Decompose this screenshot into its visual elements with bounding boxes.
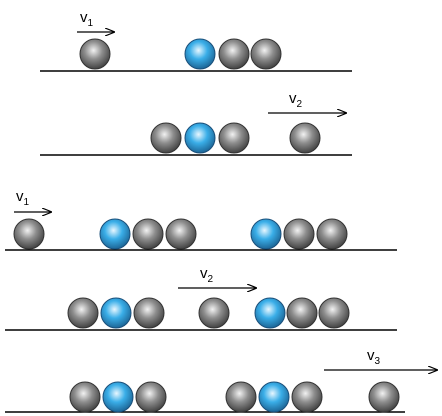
blue-ball [184,38,216,70]
grey-ball [79,38,111,70]
grey-ball [283,218,315,250]
blue-ball [250,218,282,250]
row-2: v2 [40,90,352,156]
grey-ball [150,122,182,154]
grey-ball [225,381,257,413]
row-3: v1 [5,188,397,251]
grey-ball [218,122,250,154]
grey-ball [67,297,99,329]
grey-ball [198,297,230,329]
row-4: v2 [5,265,397,331]
grey-ball [250,38,282,70]
row-5: v3 [5,347,437,413]
grey-ball [132,218,164,250]
blue-ball [254,297,286,329]
grey-ball [13,218,45,250]
grey-ball [135,381,167,413]
grey-ball [218,38,250,70]
grey-ball [318,297,350,329]
blue-ball [100,297,132,329]
velocity-label: v2 [289,90,303,110]
row-1: v1 [40,9,352,72]
velocity-label: v3 [367,347,381,367]
blue-ball [99,218,131,250]
grey-ball [316,218,348,250]
blue-ball [102,381,134,413]
blue-ball [258,381,290,413]
velocity-label: v1 [16,188,30,208]
grey-ball [69,381,101,413]
velocity-label: v2 [200,265,214,285]
grey-ball [291,381,323,413]
blue-ball [184,122,216,154]
grey-ball [133,297,165,329]
grey-ball [368,381,400,413]
grey-ball [289,122,321,154]
grey-ball [165,218,197,250]
grey-ball [286,297,318,329]
velocity-label: v1 [80,9,94,29]
